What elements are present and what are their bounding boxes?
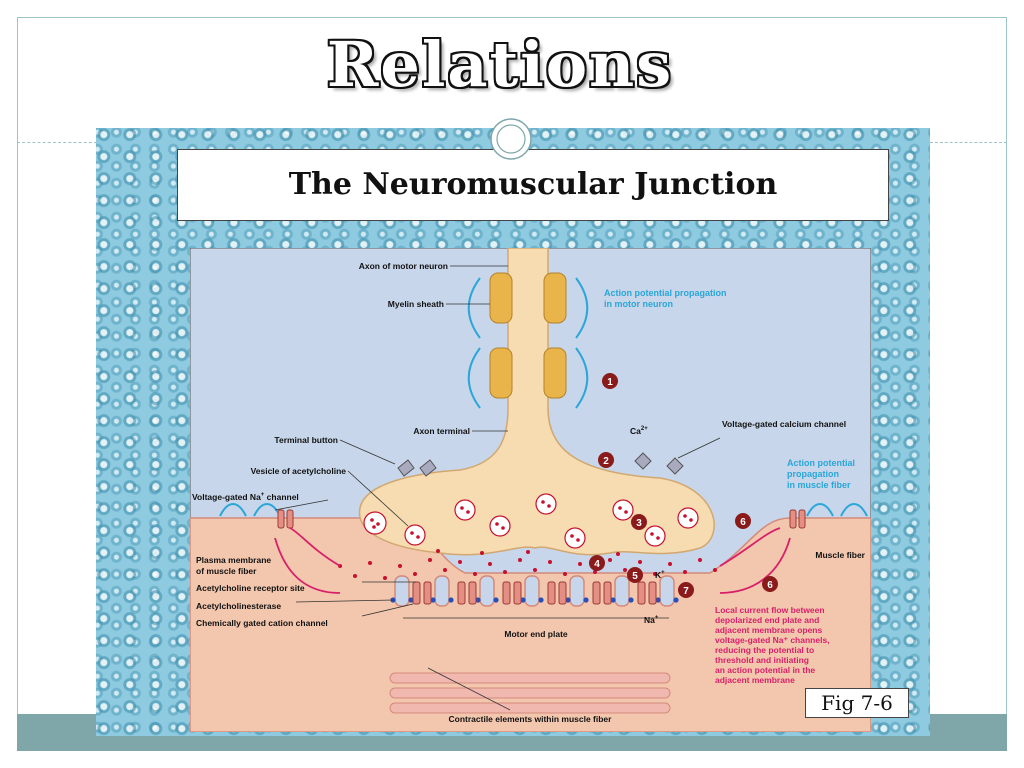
label-k: K+: [655, 570, 665, 580]
label-muscle-fiber: Muscle fiber: [815, 550, 865, 560]
cation-channels: [412, 581, 657, 605]
svg-text:depolarized end plate and: depolarized end plate and: [715, 615, 819, 625]
label-ca: Ca2+: [630, 426, 648, 436]
na-channels: [277, 509, 806, 529]
vesicle-contents: [370, 500, 693, 542]
svg-text:Local current flow between: Local current flow between: [715, 605, 825, 615]
local-current-text: Local current flow between depolarized e…: [715, 605, 830, 685]
divider-right: [930, 142, 1007, 143]
label-ca-channel: Voltage-gated calcium channel: [722, 419, 846, 429]
figure-label: Fig 7-6: [805, 688, 909, 718]
slide-title: Relations: [326, 28, 674, 101]
svg-text:2: 2: [603, 456, 609, 467]
svg-text:threshold and initiating: threshold and initiating: [715, 655, 809, 665]
svg-text:adjacent membrane opens: adjacent membrane opens: [715, 625, 823, 635]
label-receptor: Acetylcholine receptor site: [196, 583, 305, 593]
step-6-marker: [735, 513, 751, 529]
svg-text:6: 6: [740, 517, 746, 528]
contractile-elements: [389, 672, 671, 714]
label-end-plate: Motor end plate: [504, 629, 568, 639]
leader-lines: [274, 265, 721, 711]
svg-text:Action potential propagation: Action potential propagation: [604, 288, 727, 298]
ornament-circle-icon: [490, 118, 532, 160]
svg-text:reducing the potential to: reducing the potential to: [715, 645, 814, 655]
svg-text:1: 1: [607, 377, 613, 388]
diagram-title: The Neuromuscular Junction: [177, 149, 889, 221]
svg-text:Action potential: Action potential: [787, 458, 855, 468]
step-2-marker: [598, 452, 614, 468]
step-6b-marker: [762, 576, 778, 592]
step-1-marker: [602, 373, 618, 389]
label-na-channel: Voltage-gated Na+ channel: [192, 492, 299, 502]
svg-text:4: 4: [594, 559, 600, 570]
end-plate-folds: [394, 575, 675, 607]
calcium-channels: [397, 452, 684, 477]
acetylcholinesterase: [390, 597, 679, 603]
step-3-marker: [631, 514, 647, 530]
diagram-picture: The Neuromuscular Junction: [96, 128, 930, 736]
label-axon-terminal: Axon terminal: [413, 426, 470, 436]
svg-text:6: 6: [767, 580, 773, 591]
label-ache: Acetylcholinesterase: [196, 601, 281, 611]
svg-text:an action potential in the: an action potential in the: [715, 665, 815, 675]
step-4-marker: [589, 555, 605, 571]
label-vesicle: Vesicle of acetylcholine: [251, 466, 347, 476]
svg-text:7: 7: [683, 586, 689, 597]
step-markers: [589, 373, 778, 598]
neuromuscular-junction-diagram: 1 2 3 4 5 6 7 6 Axon of motor neuron Mye…: [190, 248, 871, 732]
label-axon: Axon of motor neuron: [359, 261, 448, 271]
svg-text:5: 5: [632, 571, 638, 582]
svg-text:in muscle fiber: in muscle fiber: [787, 480, 851, 490]
svg-text:propagation: propagation: [787, 469, 839, 479]
label-na: Na+: [644, 615, 659, 625]
action-potential-arcs-muscle: [219, 503, 868, 517]
label-plasma-1: Plasma membrane: [196, 555, 271, 565]
divider-left: [17, 142, 97, 143]
action-potential-arcs-neuron: [467, 277, 589, 409]
axon-terminal: [358, 248, 715, 556]
vesicles: [363, 493, 699, 549]
svg-text:3: 3: [636, 518, 642, 529]
step-5-marker: [627, 567, 643, 583]
label-cation: Chemically gated cation channel: [196, 618, 328, 628]
label-terminal-button: Terminal button: [274, 435, 338, 445]
svg-text:voltage-gated Na⁺ channels,: voltage-gated Na⁺ channels,: [715, 635, 830, 645]
step-7-marker: [678, 582, 694, 598]
myelin-sheath: [489, 272, 567, 399]
action-potential-labels: Action potential propagation in motor ne…: [604, 288, 855, 490]
step-numbers: 1 2 3 4 5 6 7 6: [594, 377, 773, 597]
svg-text:adjacent membrane: adjacent membrane: [715, 675, 795, 685]
svg-text:in motor neuron: in motor neuron: [604, 299, 673, 309]
label-contractile: Contractile elements within muscle fiber: [449, 714, 613, 724]
label-myelin: Myelin sheath: [388, 299, 444, 309]
label-plasma-2: of muscle fiber: [196, 566, 257, 576]
diagram-labels: Axon of motor neuron Myelin sheath Axon …: [192, 261, 866, 724]
